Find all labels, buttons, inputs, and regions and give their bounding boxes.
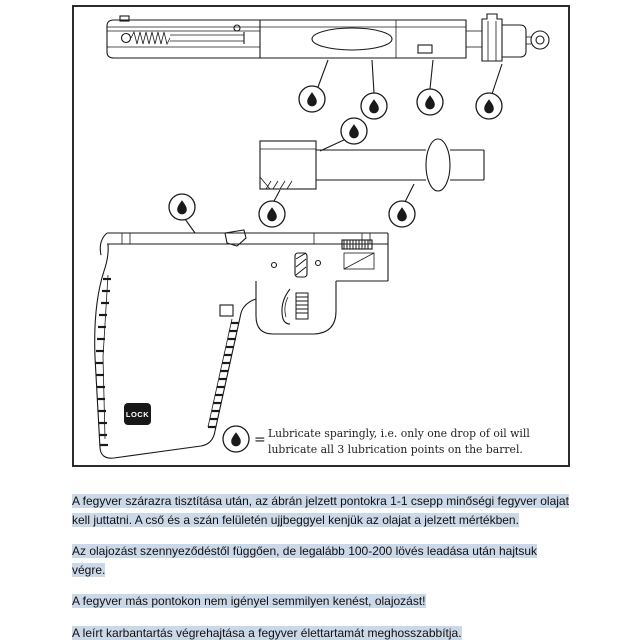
paragraph-lifespan: A leírt karbantartás végrehajtása a fegy…	[72, 624, 572, 643]
barrel	[259, 138, 485, 192]
legend-line-1: Lubricate sparingly, i.e. only one drop …	[268, 427, 530, 440]
highlighted-text: A fegyver más pontokon nem igényel semmi…	[72, 594, 426, 609]
legend: = Lubricate sparingly, i.e. only one dro…	[222, 425, 530, 456]
legend-equals: =	[254, 432, 266, 448]
frontstrap-serrations	[208, 321, 239, 429]
oil-drop-icon	[168, 193, 196, 221]
lubrication-points	[168, 85, 503, 228]
trigger-spring	[295, 292, 309, 320]
highlighted-text: Az olajozást szennyeződéstől függően, de…	[72, 544, 537, 577]
oil-drop-icon	[298, 85, 326, 113]
instructions-text: A fegyver szárazra tisztítása után, az á…	[72, 492, 572, 643]
leader-lines	[184, 59, 503, 234]
recoil-spring-part	[341, 239, 373, 250]
rear-sight-assembly	[466, 13, 550, 62]
oil-drop-icon	[475, 92, 503, 120]
paragraph-oiling: A fegyver szárazra tisztítása után, az á…	[72, 492, 572, 529]
magazine-release	[219, 304, 234, 317]
firing-pin-part	[294, 252, 308, 278]
paragraph-no-other-points: A fegyver más pontokon nem igényel semmi…	[72, 592, 572, 611]
backstrap-serrations	[95, 277, 111, 447]
oil-drop-icon	[222, 425, 250, 453]
lanyard-ring	[530, 30, 550, 50]
lock-marking: LOCK	[124, 403, 151, 425]
oil-drop-icon	[416, 88, 444, 116]
legend-line-2: lubricate all 3 lubrication points on th…	[268, 443, 523, 456]
oil-drop-icon	[388, 200, 416, 228]
slide-assembly	[106, 15, 467, 59]
sear-part	[224, 229, 247, 247]
frame-assembly: LOCK	[94, 229, 389, 459]
pistol-lubrication-diagram: LOCK	[94, 13, 550, 459]
oil-drop-icon	[258, 200, 286, 228]
trigger	[281, 288, 291, 325]
highlighted-text: A fegyver szárazra tisztítása után, az á…	[72, 494, 569, 527]
lubrication-diagram-frame: LOCK	[72, 5, 570, 467]
oil-drop-icon	[340, 117, 368, 145]
paragraph-interval: Az olajozást szennyeződéstől függően, de…	[72, 542, 572, 579]
lock-label: LOCK	[126, 410, 149, 419]
highlighted-text: A leírt karbantartás végrehajtása a fegy…	[72, 625, 462, 640]
oil-drop-icon	[360, 92, 388, 120]
